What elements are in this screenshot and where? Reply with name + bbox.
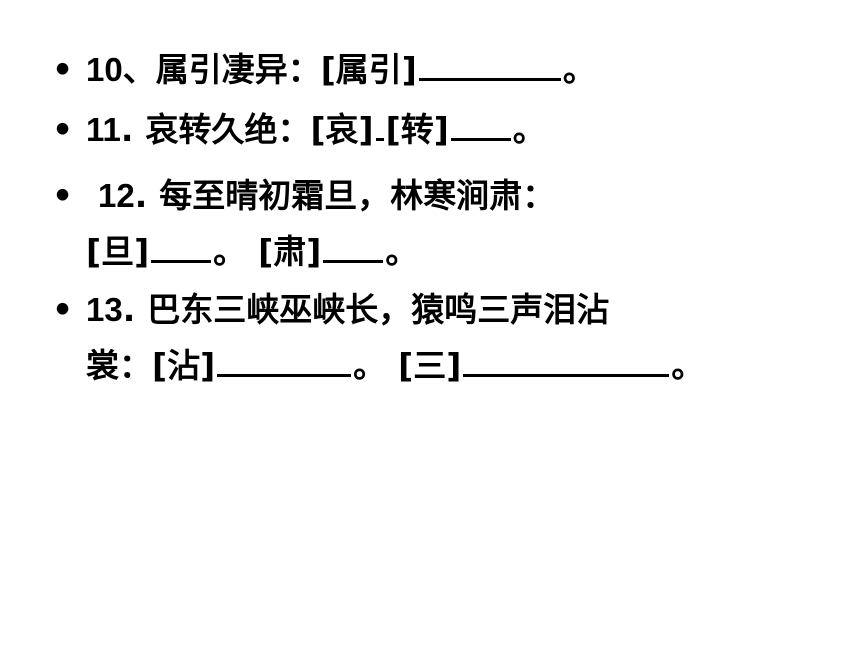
term-label: [旦] (86, 232, 150, 271)
end-mark: 。 (671, 346, 705, 385)
term-label: [哀] (310, 110, 374, 149)
bullet-icon: • (52, 290, 74, 329)
term-label: [三] (398, 346, 462, 385)
answer-blank[interactable] (375, 108, 384, 141)
question-line-2: 裳：[沾] 。 [三] 。 (52, 338, 832, 394)
end-mark: 。 (385, 232, 419, 271)
question-phrase-continued: 裳： (86, 346, 152, 385)
mid-mark: 。 (213, 232, 247, 271)
question-phrase: 哀转久绝： (145, 110, 311, 149)
question-line: 10、属引凄异：[属引] 。 (52, 42, 832, 98)
question-number: 11 (86, 111, 121, 148)
question-number: 10 (86, 51, 123, 88)
answer-blank[interactable] (463, 344, 670, 377)
answer-blank[interactable] (151, 230, 212, 263)
term-label: [沾] (152, 346, 216, 385)
question-number: 13 (86, 291, 123, 328)
question-item-10: • 10、属引凄异：[属引] 。 (52, 42, 832, 98)
question-phrase: 巴东三峡巫峡长，猿鸣三声泪沾 (147, 290, 610, 329)
question-line: 11. 哀转久绝：[哀] [转] 。 (52, 102, 832, 158)
end-mark: 。 (512, 110, 546, 149)
bullet-icon: • (52, 50, 74, 89)
bullet-icon: • (52, 110, 74, 149)
question-separator: . (122, 290, 136, 329)
answer-blank[interactable] (418, 48, 561, 81)
bullet-icon: • (52, 176, 74, 215)
question-phrase: 每至晴初霜旦，林寒涧肃： (159, 176, 556, 215)
question-separator: 、 (122, 50, 156, 89)
term-label: [属引] (320, 50, 417, 89)
question-line: 13. 巴东三峡巫峡长，猿鸣三声泪沾 (52, 282, 832, 338)
question-item-11: • 11. 哀转久绝：[哀] [转] 。 (52, 102, 832, 158)
question-separator: . (120, 110, 134, 149)
answer-blank[interactable] (450, 108, 511, 141)
mid-mark: 。 (353, 346, 387, 385)
question-phrase: 属引凄异： (155, 50, 321, 89)
term-label: [肃] (258, 232, 322, 271)
question-line: 12. 每至晴初霜旦，林寒涧肃： (52, 168, 832, 224)
question-item-12: • 12. 每至晴初霜旦，林寒涧肃： [旦] 。 [肃] 。 (52, 168, 832, 280)
end-mark: 。 (562, 50, 596, 89)
question-number: 12 (98, 177, 135, 214)
answer-blank[interactable] (217, 344, 352, 377)
term-label: [转] (385, 110, 449, 149)
question-line-2: [旦] 。 [肃] 。 (52, 224, 832, 280)
question-separator: . (134, 176, 148, 215)
answer-blank[interactable] (323, 230, 384, 263)
question-item-13: • 13. 巴东三峡巫峡长，猿鸣三声泪沾 裳：[沾] 。 [三] 。 (52, 282, 832, 394)
